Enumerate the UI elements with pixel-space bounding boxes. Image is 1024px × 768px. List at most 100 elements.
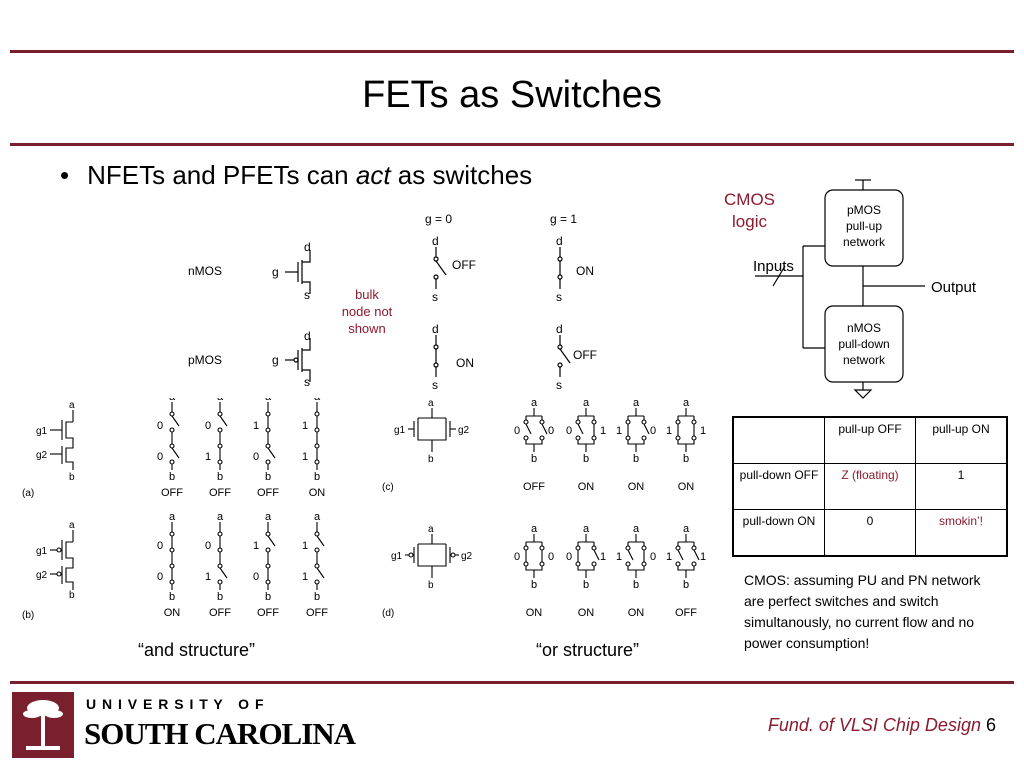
sw-s-label: s: [556, 378, 562, 392]
col-header-pullup-off: pull-up OFF: [824, 416, 916, 464]
bullet-text-2: as switches: [390, 160, 533, 190]
series-pmos-top-switch-node: [314, 547, 320, 553]
par-node-a: a: [583, 397, 590, 409]
or-structure-caption: “or structure”: [536, 640, 640, 660]
par-nmos-right-switch-node: [641, 435, 647, 441]
series-pmos-top-switch-node: [217, 531, 223, 537]
par-input-left: 0: [566, 551, 572, 563]
par-input-right: 1: [600, 551, 606, 563]
par-node-a: a: [633, 397, 640, 409]
par-nmos-left-switch-open: [525, 423, 532, 435]
pmos-s-label: s: [304, 375, 310, 389]
inputs-label: Inputs: [753, 258, 794, 275]
par-node-b: b: [583, 453, 589, 465]
series-nmos-top-switch-open: [171, 415, 180, 427]
series-result-pmos: OFF: [306, 607, 328, 619]
series-pmos-top-switch-node: [169, 547, 175, 553]
cell-one: 1: [915, 463, 1008, 510]
par-result-nmos: OFF: [523, 481, 545, 493]
par-input-right: 1: [600, 425, 606, 437]
par-nmos-left-switch-node: [523, 419, 529, 425]
nmos-g1-state: ON: [576, 264, 594, 278]
par-nmos-right-switch-node: [539, 419, 545, 425]
palmetto-icon: [23, 700, 63, 750]
panel-b-label: (b): [22, 610, 34, 621]
series-nmos-bot-switch-node: [265, 459, 271, 465]
par-node-b: b: [683, 453, 689, 465]
par-node-b: b: [633, 579, 639, 591]
series-g1-label-b: g1: [36, 546, 48, 557]
series-result-nmos: OFF: [257, 487, 279, 499]
par-nmos-right-switch-node: [641, 419, 647, 425]
par-nmos-left-switch-node: [625, 419, 631, 425]
series-pmos-top-switch-open: [316, 535, 325, 547]
nmos-s-label: s: [304, 288, 310, 302]
par-result-nmos: ON: [678, 481, 695, 493]
col-header-pullup-on: pull-up ON: [915, 416, 1008, 464]
par-nmos-right-switch-node: [591, 419, 597, 425]
sw-d-label: d: [556, 322, 563, 336]
series-node-a: a: [314, 511, 321, 523]
par-frame: [577, 541, 595, 578]
par-nmos-right-switch-node: [539, 435, 545, 441]
row-header-pulldown-on: pull-down ON: [732, 509, 825, 557]
par-frame: [677, 541, 695, 578]
par-input-left: 1: [666, 551, 672, 563]
par-pmos-left-switch-node: [523, 545, 529, 551]
par-pmos-right-switch-open: [693, 549, 700, 561]
series-input-bot: 0: [253, 451, 259, 463]
par-nmos-left-switch-node: [625, 435, 631, 441]
series-input-bot: 1: [302, 451, 308, 463]
par-pmos-right-switch-node: [539, 561, 545, 567]
cell-zero: 0: [824, 509, 916, 557]
par-frame: [627, 415, 645, 452]
series-input-top: 0: [157, 540, 163, 552]
series-b-label: b: [69, 472, 75, 483]
footer-rule: [10, 681, 1014, 684]
par-nmos-left-switch-node: [675, 419, 681, 425]
bulk-note-1: bulk: [355, 287, 379, 302]
series-nmos-top-switch-node: [265, 411, 271, 417]
par-pmos-left-switch-open: [627, 549, 634, 561]
series-input-top: 0: [157, 420, 163, 432]
table-corner-cell: [732, 416, 825, 464]
par-pmos-right-switch-node: [641, 561, 647, 567]
par-node-a: a: [583, 523, 590, 535]
row-header-pulldown-off: pull-down OFF: [732, 463, 825, 510]
series-input-top: 1: [253, 540, 259, 552]
nmos-g-label: g: [272, 265, 279, 279]
series-node-a: a: [169, 511, 176, 523]
series-pmos-top-switch-node: [265, 531, 271, 537]
par-nmos-right-switch-open: [541, 423, 548, 435]
par-g2-label-d: g2: [461, 551, 473, 562]
series-node-b: b: [217, 471, 223, 483]
par-result-pmos: OFF: [675, 607, 697, 619]
footer-course: Fund. of VLSI Chip Design 6: [768, 715, 996, 736]
series-nmos-bot-switch-node: [169, 443, 175, 449]
par-node-a: a: [633, 523, 640, 535]
top-rule: [10, 50, 1014, 53]
par-frame: [525, 541, 543, 578]
par-pmos-left-switch-node: [625, 561, 631, 567]
series-input-top: 1: [302, 540, 308, 552]
series-nmos-bot-switch-open: [267, 447, 276, 459]
series-nmos-top-switch-node: [169, 427, 175, 433]
par-g1-label-d: g1: [391, 551, 403, 562]
series-nmos-top-switch-node: [265, 427, 271, 433]
univ-top-text: U N I V E R S I T Y O F: [86, 696, 265, 712]
par-nmos-left-switch-node: [523, 435, 529, 441]
par-result-nmos: ON: [628, 481, 645, 493]
nmos-g0-state: OFF: [452, 258, 476, 272]
series-nmos-top-switch-open: [219, 415, 228, 427]
output-label: Output: [931, 279, 977, 296]
series-nmos-bot-switch-node: [265, 443, 271, 449]
series-input-top: 1: [302, 420, 308, 432]
bullet-emph: act: [355, 160, 391, 190]
cmos-logic-label: CMOS logic: [724, 189, 775, 233]
pulldown-line-2: pull-down: [838, 337, 889, 351]
usc-logo: [12, 692, 74, 758]
title-rule: [10, 143, 1014, 146]
par-result-nmos: ON: [578, 481, 595, 493]
series-nmos-top-switch-node: [217, 427, 223, 433]
